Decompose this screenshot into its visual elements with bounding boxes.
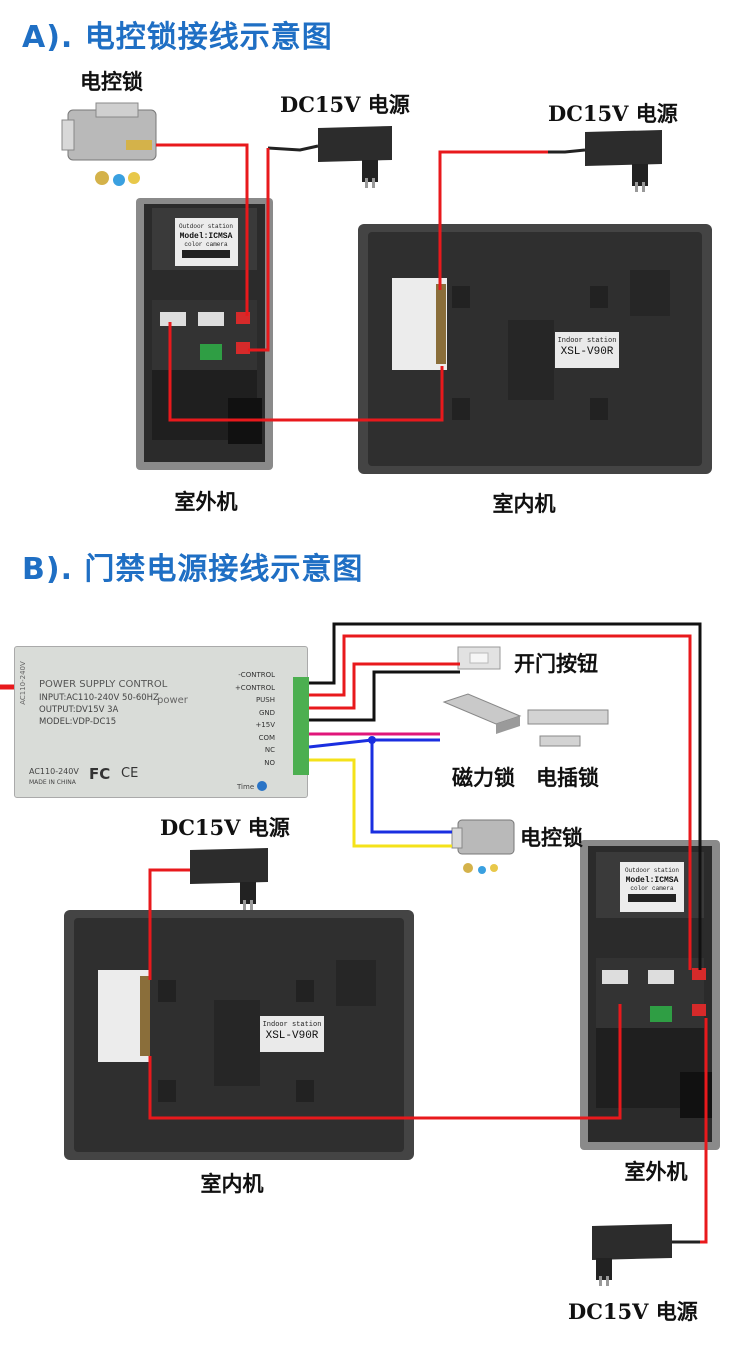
terminal-label: NC (264, 746, 275, 754)
terminal-label: GND (258, 708, 275, 717)
indoor-b-text-2: XSL-V90R (266, 1030, 319, 1042)
indoor-unit-a: Indoor station XSL-V90R (358, 224, 712, 474)
psu-terminal-block (293, 677, 309, 775)
power-supply-control-box: POWER SUPPLY CONTROL INPUT:AC110-240V 50… (14, 646, 308, 798)
label-adapter-a1: DC15V 电源 (280, 92, 410, 117)
label-electric-lock-b: 电控锁 (520, 825, 583, 850)
outdoor-b-text-3: color camera (630, 885, 674, 892)
exit-button-device (457, 646, 501, 670)
psu-input: INPUT:AC110-240V 50-60HZ (39, 693, 159, 703)
electric-lock-a (61, 102, 157, 186)
wires-section-a (156, 143, 548, 422)
section-b-diagram: Indoor station XSL-V90R Outdoor station … (0, 622, 720, 1286)
psu-model: MODEL:VDP-DC15 (39, 717, 117, 727)
psu-title: POWER SUPPLY CONTROL (39, 679, 168, 690)
indoor-a-text-2: XSL-V90R (561, 346, 614, 358)
bolt-lock-device (527, 709, 609, 747)
terminal-label: PUSH (255, 696, 275, 704)
terminal-label: -CONTROL (238, 671, 275, 679)
outdoor-unit-a: Outdoor station Model:ICMSA color camera (136, 198, 273, 470)
terminal-label: +15V (255, 721, 275, 729)
terminal-label: +CONTROL (234, 683, 275, 692)
indoor-unit-b: Indoor station XSL-V90R (64, 910, 414, 1160)
label-electric-lock-a: 电控锁 (80, 69, 143, 94)
outdoor-a-text-1: Outdoor station (179, 223, 233, 230)
label-outdoor-unit-a: 室外机 (174, 489, 238, 514)
outdoor-b-text-1: Outdoor station (625, 867, 679, 874)
section-a-diagram: Outdoor station Model:ICMSA color camera… (61, 102, 712, 474)
power-adapter-b1 (190, 848, 268, 910)
power-adapter-a2 (548, 130, 662, 192)
terminal-label: NO (264, 758, 275, 767)
label-outdoor-unit-b: 室外机 (624, 1159, 688, 1184)
label-psu-caption: DC15V 电源 (160, 815, 290, 840)
label-adapter-a2: DC15V 电源 (548, 101, 678, 126)
wires-section-b (148, 622, 708, 1244)
outdoor-a-text-2: Model:ICMSA (180, 232, 233, 241)
label-indoor-unit-a: 室内机 (492, 491, 556, 516)
psu-power-text: power (157, 695, 188, 706)
indoor-a-text-1: Indoor station (558, 337, 617, 345)
power-adapter-b2 (592, 1224, 700, 1286)
psu-time-text: Time (237, 783, 255, 791)
psu-ce-mark: CE (121, 766, 139, 781)
outdoor-a-text-3: color camera (184, 241, 228, 248)
label-bolt-lock: 电插锁 (536, 765, 599, 790)
psu-ac-text: AC110-240V (29, 767, 79, 776)
psu-made-in: MADE IN CHINA (29, 779, 76, 786)
terminal-label: COM (258, 733, 275, 742)
section-a-title: A). 电控锁接线示意图 (22, 20, 333, 55)
psu-terminal-labels: -CONTROL +CONTROL PUSH GND +15V COM NC N… (223, 669, 275, 769)
label-magnetic-lock: 磁力锁 (452, 765, 515, 790)
power-adapter-a1 (267, 126, 392, 188)
section-b-title: B). 门禁电源接线示意图 (22, 552, 364, 587)
indoor-b-text-1: Indoor station (263, 1021, 322, 1029)
label-indoor-unit-b: 室内机 (200, 1171, 264, 1196)
outdoor-b-text-2: Model:ICMSA (626, 876, 679, 885)
psu-output: OUTPUT:DV15V 3A (39, 705, 119, 715)
psu-time-knob (257, 781, 267, 791)
electric-lock-b (451, 819, 515, 874)
label-adapter-b-bottom: DC15V 电源 (568, 1299, 698, 1324)
magnetic-lock-device (442, 693, 522, 734)
psu-fc-mark: FC (89, 765, 111, 783)
label-exit-button: 开门按钮 (514, 651, 598, 676)
